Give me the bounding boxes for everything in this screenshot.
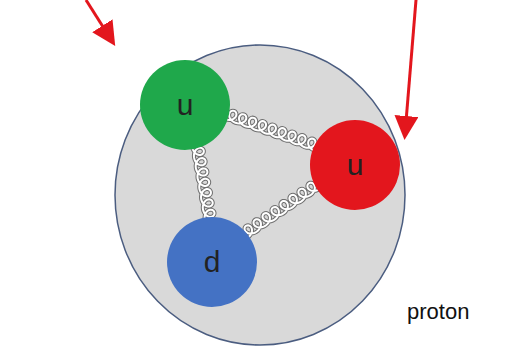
- quark-circle: u: [310, 120, 400, 210]
- gluon-spring: [226, 111, 316, 151]
- quark-label: u: [347, 148, 364, 182]
- proton-region: protonuud: [115, 45, 405, 345]
- particle-label: proton: [407, 299, 469, 325]
- quark-label: d: [204, 245, 221, 279]
- gluon-spring: [192, 147, 214, 219]
- pointer-arrow: [405, 0, 416, 134]
- pointer-arrow: [86, 0, 112, 41]
- gluon-spring: [245, 183, 320, 238]
- quark-circle: u: [140, 60, 230, 150]
- proton-outline: [115, 45, 405, 345]
- quark-circle: d: [167, 217, 257, 307]
- quark-label: u: [177, 88, 194, 122]
